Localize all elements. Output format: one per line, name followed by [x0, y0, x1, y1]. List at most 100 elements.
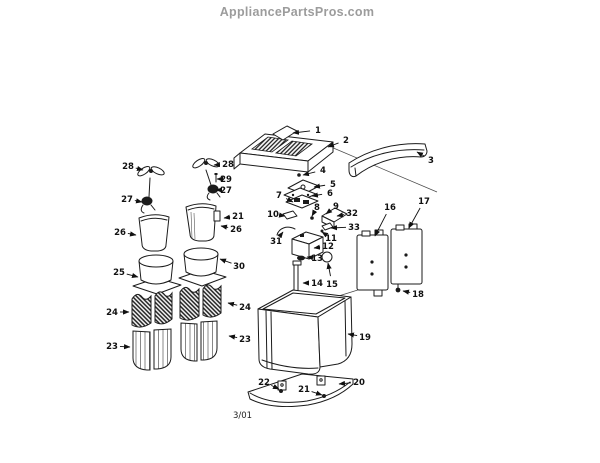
- callout-number-24: 24: [106, 308, 118, 318]
- callout-number-4: 4: [320, 166, 326, 176]
- callout-2: 2: [327, 136, 349, 148]
- callout-number-29: 29: [220, 175, 232, 185]
- callout-21: 21: [298, 385, 323, 396]
- callout-number-22: 22: [258, 378, 270, 388]
- callout-33: 33: [330, 223, 360, 233]
- callout-12: 12: [313, 242, 334, 252]
- grille-vent-left: [250, 136, 290, 153]
- callout-number-21: 21: [298, 385, 310, 395]
- callout-number-25: 25: [113, 268, 125, 278]
- callout-number-27: 27: [220, 186, 232, 196]
- callout-number-23: 23: [106, 342, 118, 352]
- callout-number-15: 15: [326, 280, 338, 290]
- clip-21: [213, 210, 221, 222]
- callout-3: 3: [416, 151, 434, 166]
- callout-number-16: 16: [384, 203, 396, 213]
- callout-5: 5: [313, 180, 336, 190]
- callout-26: 26: [114, 228, 137, 238]
- callout-number-21: 21: [232, 212, 244, 222]
- callout-24: 24: [227, 301, 251, 313]
- callout-number-13: 13: [311, 254, 323, 264]
- callout-4: 4: [302, 166, 326, 177]
- motor-27-left: [140, 196, 156, 214]
- callout-number-27: 27: [121, 195, 133, 205]
- callout-number-26: 26: [114, 228, 126, 238]
- screw-22: [279, 389, 283, 393]
- callout-11: 11: [321, 231, 337, 244]
- part-curved-cover: [348, 143, 428, 178]
- callout-number-30: 30: [233, 262, 245, 272]
- callout-15: 15: [326, 262, 338, 290]
- cap-25: [132, 254, 182, 295]
- callout-number-23: 23: [239, 335, 251, 345]
- piece-33: [321, 222, 334, 231]
- callout-number-11: 11: [325, 234, 337, 244]
- callout-number-31: 31: [270, 237, 282, 247]
- cup-26-left: [138, 214, 170, 252]
- grille-vent-right: [274, 140, 314, 157]
- callout-23: 23: [106, 342, 131, 352]
- base-clip-right: [316, 375, 326, 386]
- clip-10: [282, 210, 298, 220]
- callout-14: 14: [302, 279, 323, 289]
- cup-26-right: [185, 203, 221, 242]
- screw-29: [214, 173, 218, 183]
- callout-32: 32: [336, 209, 358, 219]
- callout-20: 20: [338, 378, 365, 388]
- callout-number-24: 24: [239, 303, 251, 313]
- callout-29: 29: [216, 175, 232, 185]
- callout-17: 17: [408, 197, 430, 229]
- callout-number-12: 12: [322, 242, 334, 252]
- callout-number-17: 17: [418, 197, 430, 207]
- cap-30: [178, 247, 227, 287]
- impeller-28-left: [137, 165, 165, 198]
- fastener-18: [395, 283, 401, 293]
- callout-number-9: 9: [333, 202, 339, 212]
- callout-30: 30: [219, 258, 245, 272]
- callout-9: 9: [325, 202, 339, 215]
- tank-19: [257, 289, 353, 375]
- holders-23: [132, 320, 218, 371]
- grommet-13: [297, 255, 305, 261]
- callout-10: 10: [267, 210, 286, 220]
- callout-number-3: 3: [428, 156, 434, 166]
- callout-25: 25: [113, 268, 139, 278]
- callout-16: 16: [374, 203, 396, 237]
- screw-21b: [322, 394, 326, 398]
- callout-number-7: 7: [276, 191, 282, 201]
- callout-8: 8: [311, 203, 320, 217]
- mount-7: [285, 194, 319, 209]
- callout-6: 6: [311, 189, 333, 199]
- callout-number-1: 1: [315, 126, 321, 136]
- callout-number-2: 2: [343, 136, 349, 146]
- callout-number-28: 28: [222, 160, 234, 170]
- site-title: AppliancePartsPros.com: [220, 5, 375, 19]
- callout-number-8: 8: [314, 203, 320, 213]
- part-grille: [233, 133, 334, 173]
- callout-23: 23: [228, 334, 251, 345]
- callout-number-26: 26: [230, 225, 242, 235]
- o-ring-15: [321, 251, 333, 263]
- hardware-stack: [276, 173, 348, 263]
- callout-number-10: 10: [267, 210, 279, 220]
- callout-22: 22: [258, 378, 280, 390]
- callout-number-20: 20: [353, 378, 365, 388]
- motor-27-right: [206, 184, 221, 201]
- callout-number-5: 5: [330, 180, 336, 190]
- callout-31: 31: [270, 231, 284, 247]
- callout-21: 21: [223, 212, 244, 222]
- callout-number-19: 19: [359, 333, 371, 343]
- callout-number-14: 14: [311, 279, 323, 289]
- callout-number-18: 18: [412, 290, 424, 300]
- wire-31: [276, 226, 296, 236]
- callout-26: 26: [220, 224, 242, 235]
- callout-28: 28: [122, 162, 144, 172]
- revision-date: 3/01: [233, 411, 252, 421]
- callout-18: 18: [402, 289, 424, 300]
- filters-24: [131, 284, 222, 328]
- callout-27: 27: [215, 186, 232, 196]
- base-clip-left: [277, 380, 287, 391]
